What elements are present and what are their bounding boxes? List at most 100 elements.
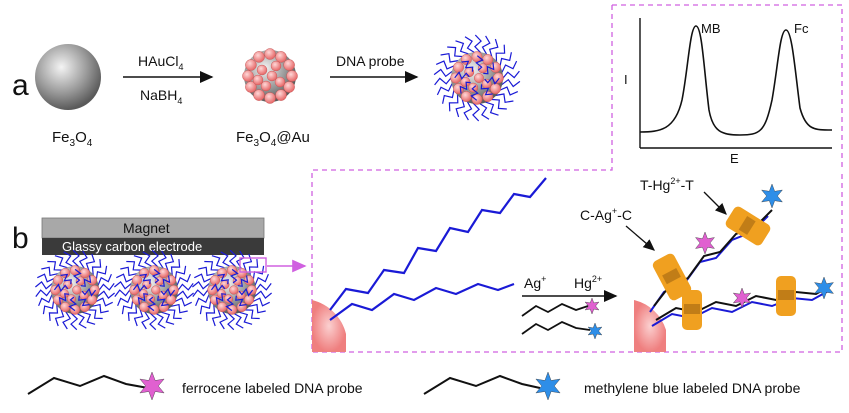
gold-nanoparticle xyxy=(226,304,238,315)
methylene-star xyxy=(761,183,783,209)
dna-probe-squiggle xyxy=(58,293,70,305)
dna-probe-squiggle xyxy=(60,273,72,285)
legend-methylene-star xyxy=(535,371,561,401)
gold-nanoparticle xyxy=(217,301,228,313)
reagent-haucl4: HAuCl4 xyxy=(138,53,183,72)
ion-hg-label: Hg2+ xyxy=(574,274,602,291)
y-axis-label-i: I xyxy=(624,72,628,87)
gold-nanoparticle xyxy=(86,294,98,305)
dna-probe-squiggle xyxy=(80,275,92,287)
gold-nanoparticle xyxy=(275,51,287,63)
gold-nanoparticle xyxy=(148,265,160,276)
small-mb-probe-strand xyxy=(521,320,591,335)
small-methylene-star xyxy=(587,322,603,340)
methylene-star xyxy=(535,371,561,401)
zoom-dashed-border xyxy=(311,5,843,353)
c-ag-c-pointer xyxy=(625,225,655,251)
gold-nanoparticle xyxy=(217,267,228,279)
dna-probe-squiggle xyxy=(459,81,471,94)
zoom-region-box xyxy=(239,257,267,273)
dna-probe-squiggle xyxy=(139,273,151,285)
gold-nanoparticle xyxy=(482,91,494,102)
dna-probe-squiggle xyxy=(151,268,161,284)
gold-nanoparticle xyxy=(79,301,90,313)
gold-nanoparticle xyxy=(139,267,150,279)
gold-nanoparticle xyxy=(490,83,501,95)
gold-nanoparticle xyxy=(229,285,239,295)
dna-probe-squiggle xyxy=(483,62,495,75)
gold-nanoparticle xyxy=(246,284,257,296)
ferrocene-star xyxy=(732,287,752,309)
gold-nanoparticle xyxy=(264,48,276,60)
inset-dashed-border xyxy=(612,4,843,170)
gold-nanoparticle xyxy=(129,284,140,296)
gold-nanoparticle xyxy=(209,275,221,286)
dna-probe-squiggle xyxy=(210,283,226,293)
dna-strand-lower xyxy=(329,282,515,321)
dna-probe-squiggle xyxy=(475,55,484,71)
gold-nanoparticle xyxy=(69,265,81,276)
ferrocene-star-upper xyxy=(695,231,715,255)
gold-nanoparticle xyxy=(242,70,254,82)
dna-probe-squiggle xyxy=(81,287,97,297)
dna-probe-squiggle xyxy=(53,283,69,293)
gold-nanoparticle xyxy=(243,294,255,305)
gold-nanoparticle xyxy=(274,76,286,88)
fe3o4-au-label: Fe3O4@Au xyxy=(236,129,310,149)
dna-probe-squiggle xyxy=(160,287,176,297)
gold-nanoparticle xyxy=(264,92,276,104)
gold-surface-left xyxy=(312,300,346,352)
peak-fc-label: Fc xyxy=(794,21,809,36)
gold-nanoparticle xyxy=(148,304,160,315)
dna-probe-squiggle xyxy=(72,268,82,284)
dna-probe-squiggle xyxy=(480,84,493,96)
gold-nanoparticle xyxy=(165,294,177,305)
glassy-carbon-electrode xyxy=(42,238,264,255)
gold-nanoparticle xyxy=(490,61,501,73)
dna-probe-squiggle xyxy=(225,296,235,312)
dna-probe-step-label: DNA probe xyxy=(336,53,405,69)
fe3o4-au-particle xyxy=(242,48,298,104)
x-axis-label-e: E xyxy=(730,151,739,166)
dna-probe-squiggle xyxy=(215,293,227,305)
legend-mb-strand xyxy=(423,374,541,395)
gold-nanoparticle xyxy=(207,284,218,296)
ferrocene-star xyxy=(584,297,600,315)
hg-bridge-2 xyxy=(776,276,796,316)
gold-nanoparticle xyxy=(256,64,268,76)
gold-nanoparticle xyxy=(72,285,82,295)
electrode-particle-3 xyxy=(192,249,272,331)
dna-probe-squiggle xyxy=(147,296,157,312)
dna-probe-squiggle xyxy=(470,85,479,101)
ag-bridge-1 xyxy=(652,253,692,301)
gold-nanoparticle xyxy=(460,91,472,102)
gold-nanoparticle xyxy=(252,74,264,86)
dna-probe-squiggle xyxy=(238,287,254,297)
gold-nanoparticle xyxy=(474,73,484,83)
electrode-label: Glassy carbon electrode xyxy=(62,239,202,254)
ferrocene-star-lower xyxy=(732,287,752,309)
methylene-star-lower xyxy=(814,276,834,300)
dna-probe-squiggle xyxy=(159,275,171,287)
gold-nanoparticle xyxy=(243,275,255,286)
dna-probe-squiggle xyxy=(235,295,247,307)
c-ag-c-label: C-Ag+-C xyxy=(580,206,632,223)
dna-coated-particle xyxy=(433,34,521,122)
gold-nanoparticle xyxy=(139,301,150,313)
dna-probe-squiggle xyxy=(461,60,474,72)
fe3o4-core-sphere xyxy=(35,44,101,110)
voltammogram-curve xyxy=(639,25,833,136)
legend-fc-strand xyxy=(27,374,149,395)
gold-nanoparticle xyxy=(283,81,295,93)
gold-nanoparticle xyxy=(86,275,98,286)
methylene-star xyxy=(814,276,834,300)
dna-strand-upper xyxy=(329,177,547,311)
gold-nanoparticle xyxy=(165,275,177,286)
methylene-star-upper xyxy=(761,183,783,209)
gold-nanoparticle xyxy=(52,275,64,286)
ag-bridge-2 xyxy=(682,290,702,330)
gold-nanoparticle xyxy=(60,267,71,279)
gold-nanoparticle xyxy=(60,301,71,313)
ion-ag-label: Ag+ xyxy=(524,274,546,291)
